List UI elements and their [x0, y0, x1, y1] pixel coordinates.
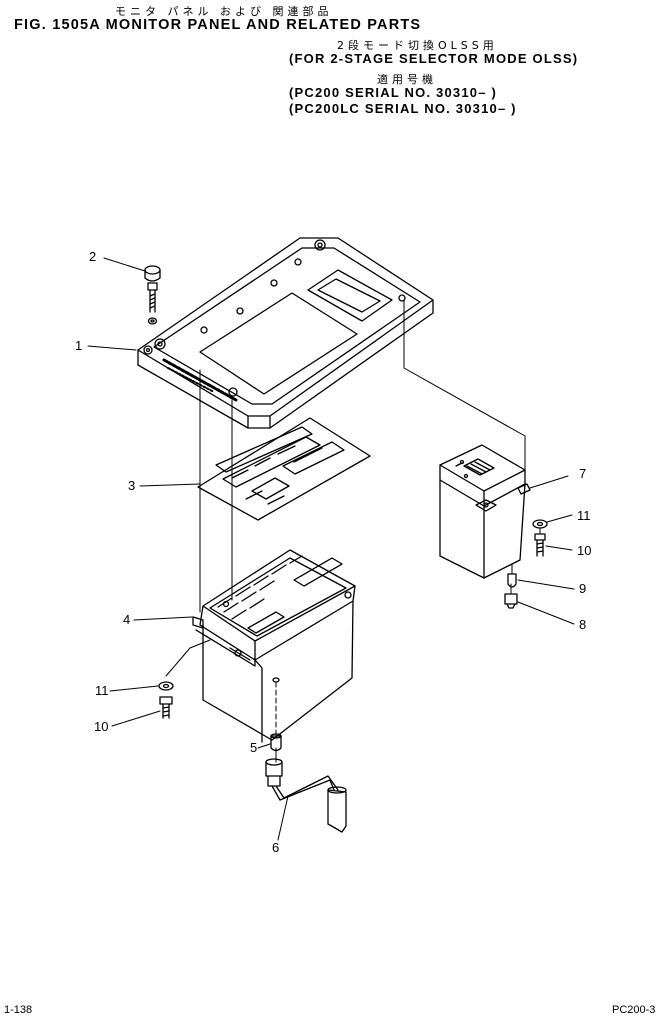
japanese-applicable-label: 適用号機: [377, 73, 437, 86]
mode-note: (FOR 2-STAGE SELECTOR MODE OLSS): [289, 51, 579, 66]
callout-3: 3: [128, 478, 136, 493]
serial-line-pc200: (PC200 SERIAL NO. 30310– ): [289, 85, 497, 100]
serial-line-pc200lc: (PC200LC SERIAL NO. 30310– ): [289, 101, 517, 116]
callout-6: 6: [272, 840, 280, 855]
control-unit-box: [439, 444, 531, 579]
callout-7: 7: [579, 466, 587, 481]
monitor-box: [192, 549, 356, 743]
callout-4: 4: [123, 612, 131, 627]
cap-and-bolt: [144, 265, 161, 325]
callout-9: 9: [579, 581, 587, 596]
monitor-panel-plate: [137, 237, 434, 429]
callout-5: 5: [250, 740, 258, 755]
figure-title: FIG. 1505A MONITOR PANEL AND RELATED PAR…: [14, 17, 422, 33]
assembly-lines: [165, 299, 541, 763]
callout-11-left: 11: [95, 683, 109, 698]
washer-and-bolt-left: [158, 681, 174, 719]
callout-2: 2: [89, 249, 97, 264]
socket-harness: [265, 758, 347, 833]
washer-and-bolt-right: [532, 519, 548, 557]
callout-10-right: 10: [577, 543, 592, 558]
japanese-title: モニタ パネル および 関連部品: [115, 5, 333, 18]
callout-leaders: [87, 257, 575, 841]
model-code: PC200-3: [612, 1004, 656, 1016]
page-number: 1-138: [4, 1004, 33, 1016]
label-sheet: [197, 417, 371, 521]
callout-1: 1: [75, 338, 83, 353]
japanese-mode-note: 2段モード切換OLSS用: [337, 39, 498, 52]
callout-8: 8: [579, 617, 587, 632]
callout-10-left: 10: [94, 719, 109, 734]
bulb-and-socket-right: [504, 573, 518, 609]
callout-11-right: 11: [577, 508, 591, 523]
